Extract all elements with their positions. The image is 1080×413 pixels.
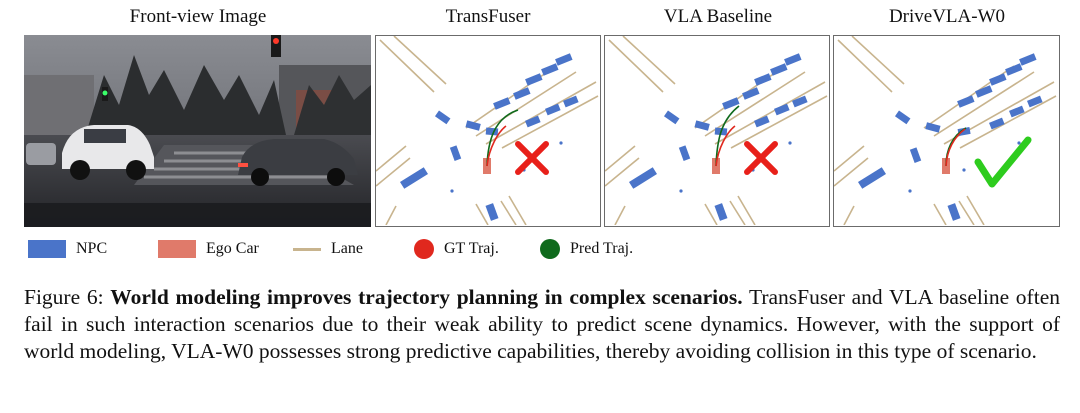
legend-label-ego-car: Ego Car <box>206 240 259 257</box>
legend: NPC Ego Car Lane GT Traj. Pred Traj. <box>24 236 1064 264</box>
legend-label-pred-traj: Pred Traj. <box>570 240 634 257</box>
front-view-title: Front-view Image <box>129 6 267 27</box>
figure-caption: Figure 6: World modeling improves trajec… <box>24 284 1060 365</box>
legend-item-npc: NPC <box>28 236 107 262</box>
caption-bold-title: World modeling improves trajectory plann… <box>110 285 743 309</box>
pred-traj-dot <box>540 239 560 259</box>
ego-car-swatch <box>158 240 196 258</box>
gt-traj-dot <box>414 239 434 259</box>
drivevla-bev-panel <box>833 35 1060 227</box>
lane-swatch <box>293 247 321 251</box>
legend-label-gt-traj: GT Traj. <box>444 240 499 257</box>
legend-item-gt-traj: GT Traj. <box>414 236 499 262</box>
transfuser-bev-panel <box>375 35 601 227</box>
caption-body: TransFuser and VLA baseline often fail i… <box>24 285 1060 363</box>
caption-label: Figure 6: <box>24 285 104 309</box>
check-mark-icon <box>974 136 1032 188</box>
front-view-image <box>24 35 371 227</box>
legend-item-ego-car: Ego Car <box>158 236 259 262</box>
vla-baseline-title: VLA Baseline <box>663 6 773 27</box>
npc-swatch <box>28 240 66 258</box>
cross-mark-icon <box>744 141 778 175</box>
cross-mark-icon <box>515 141 549 175</box>
legend-item-lane: Lane <box>293 236 363 262</box>
legend-label-npc: NPC <box>76 240 108 257</box>
legend-label-lane: Lane <box>331 240 363 257</box>
drivevla-title: DriveVLA-W0 <box>888 6 1006 27</box>
transfuser-title: TransFuser <box>445 6 531 27</box>
vla-baseline-bev-panel <box>604 35 830 227</box>
legend-item-pred-traj: Pred Traj. <box>540 236 633 262</box>
